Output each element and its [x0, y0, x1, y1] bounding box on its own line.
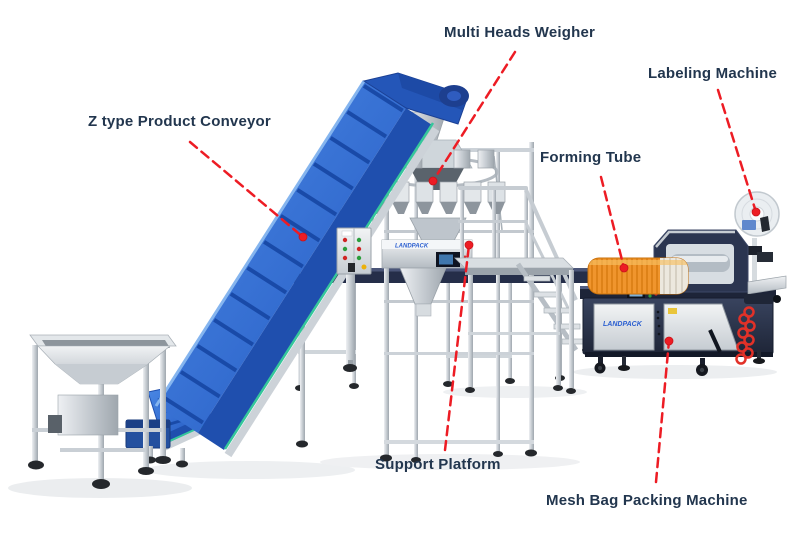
outfeed-nozzle: [744, 294, 774, 304]
arrow-labeling-machine: [716, 88, 758, 214]
arrow-forming-tube: [599, 175, 626, 270]
landpack-logo-machine: LANDPACK: [603, 321, 643, 328]
annotation-label-multi-heads-weigher: Multi Heads Weigher: [444, 24, 596, 41]
arrow-multi-heads-weigher: [431, 50, 517, 183]
vibratory-feeder: [57, 394, 119, 436]
forming-tube: [587, 257, 689, 295]
annotation-label-support-platform: Support Platform: [375, 456, 501, 473]
platform-deck: [454, 257, 574, 269]
machine-feet: [594, 350, 765, 376]
arrow-z-type-product-conveyor: [188, 140, 305, 239]
weigher-base: LANDPACK: [381, 239, 473, 317]
conveyor-cleats: [163, 84, 404, 425]
labeling-machine: [734, 191, 780, 290]
conveyor-incline: [154, 80, 440, 458]
conveyor-head: [362, 72, 469, 125]
arrow-support-platform: [443, 243, 471, 452]
front-door-left: LANDPACK: [593, 303, 655, 351]
outfeed-tray: [747, 275, 787, 295]
mesh-bag-packing-machine: LANDPACK: [580, 191, 787, 376]
annotation-label-labeling-machine: Labeling Machine: [648, 65, 778, 82]
annotation-label-mesh-bag-packing-machine: Mesh Bag Packing Machine: [546, 492, 748, 509]
floor-shadows: [8, 365, 777, 498]
infeed-hopper: [28, 334, 177, 489]
arrow-mesh-bag-packing-machine: [654, 339, 671, 484]
landpack-logo-weigher: LANDPACK: [395, 244, 429, 250]
air-hose-coil: [735, 306, 756, 365]
annotation-label-forming-tube: Forming Tube: [540, 149, 642, 166]
control-panel: [336, 227, 372, 372]
panel-buttons: [342, 237, 367, 272]
arrow-endpoint-dots: [298, 176, 761, 346]
annotation-label-z-type-product-conveyor: Z type Product Conveyor: [88, 113, 271, 130]
z-type-product-conveyor: [125, 72, 469, 468]
support-platform: [454, 186, 590, 394]
